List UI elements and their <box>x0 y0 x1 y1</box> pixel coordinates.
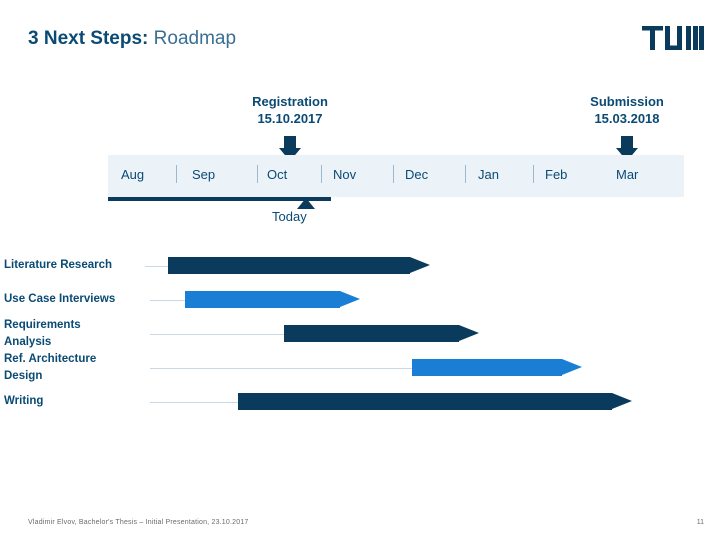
timeline-month-aug: Aug <box>121 167 145 182</box>
page-title-light: Roadmap <box>153 28 237 49</box>
timeline-month-nov: Nov <box>333 167 357 182</box>
timeline-bar: Aug Sep Oct Nov Dec Jan Feb Mar <box>108 155 684 197</box>
gantt-bar-body-3 <box>412 359 562 376</box>
timeline-month-feb: Feb <box>545 167 568 182</box>
timeline-month-jan: Jan <box>478 167 499 182</box>
page-title: 3 Next Steps: Roadmap <box>28 28 236 50</box>
gantt-guide-0 <box>145 266 185 267</box>
gantt-guide-1 <box>150 300 195 301</box>
today-label: Today <box>272 209 307 224</box>
milestone-submission: Submission 15.03.2018 <box>537 93 717 127</box>
gantt-bar-body-4 <box>238 393 612 410</box>
page-title-bold: 3 Next Steps: <box>28 28 149 49</box>
gantt-guide-4 <box>150 402 240 403</box>
gantt-task-label-0: Literature Research <box>4 259 113 271</box>
gantt-task-label-4: Writing <box>4 395 44 407</box>
gantt-guide-2 <box>150 334 290 335</box>
gantt-bar-tip-3 <box>562 359 582 375</box>
timeline-tick-5 <box>465 165 466 183</box>
footer-credit: Vladimir Elvov, Bachelor's Thesis – Init… <box>28 519 249 526</box>
timeline-elapsed-underline <box>108 197 331 201</box>
registration-arrow-stem <box>284 136 296 150</box>
timeline-tick-1 <box>176 165 177 183</box>
timeline-month-sep: Sep <box>192 167 216 182</box>
gantt-bar-tip-1 <box>340 291 360 307</box>
footer-page-number: 11 <box>696 519 704 526</box>
milestone-submission-name: Submission <box>590 94 664 109</box>
gantt-chart: Literature Research Use Case Interviews … <box>0 248 720 428</box>
submission-arrow-stem <box>621 136 633 150</box>
gantt-bar-body-2 <box>284 325 459 342</box>
gantt-bar-tip-4 <box>612 393 632 409</box>
tum-logo-icon <box>642 26 704 50</box>
gantt-task-label-2: Requirements Analysis <box>4 319 81 348</box>
timeline-tick-2 <box>257 165 258 183</box>
gantt-bar-body-1 <box>185 291 340 308</box>
milestone-registration: Registration 15.10.2017 <box>200 93 380 127</box>
gantt-task-label-1: Use Case Interviews <box>4 293 116 305</box>
timeline-month-mar: Mar <box>616 167 639 182</box>
gantt-guide-3 <box>150 368 415 369</box>
gantt-bar-tip-2 <box>459 325 479 341</box>
milestone-submission-date: 15.03.2018 <box>594 111 660 126</box>
timeline-month-oct: Oct <box>267 167 288 182</box>
timeline-tick-3 <box>321 165 322 183</box>
timeline-tick-4 <box>393 165 394 183</box>
gantt-task-label-3: Ref. Architecture Design <box>4 353 97 382</box>
today-marker-icon <box>297 198 315 209</box>
gantt-bar-body-0 <box>168 257 410 274</box>
gantt-bar-tip-0 <box>410 257 430 273</box>
milestone-registration-name: Registration <box>252 94 328 109</box>
milestone-registration-date: 15.10.2017 <box>257 111 323 126</box>
timeline-tick-6 <box>533 165 534 183</box>
timeline-month-dec: Dec <box>405 167 429 182</box>
